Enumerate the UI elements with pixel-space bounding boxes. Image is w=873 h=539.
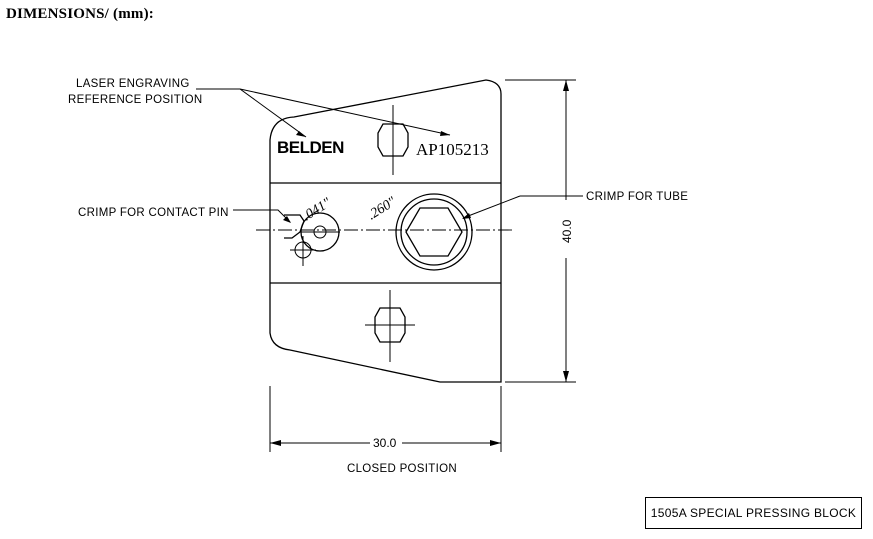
laser-leader-to-logo xyxy=(239,88,307,138)
title-block: 1505A SPECIAL PRESSING BLOCK xyxy=(645,497,862,529)
crimp-tube-label: CRIMP FOR TUBE xyxy=(586,191,688,203)
laser-arrowhead-part xyxy=(440,131,450,136)
upper-block-outline xyxy=(269,79,502,183)
crimp-contact-pin-label: CRIMP FOR CONTACT PIN xyxy=(78,207,229,219)
laser-arrowhead-logo xyxy=(296,131,306,137)
part-number: AP105213 xyxy=(416,140,489,159)
laser-engraving-label-line2: REFERENCE POSITION xyxy=(68,94,202,106)
lower-hex-bolt xyxy=(365,290,415,362)
laser-engraving-label-line1: LASER ENGRAVING xyxy=(76,78,190,90)
height-dimension xyxy=(505,79,576,383)
height-dimension-value: 40.0 xyxy=(560,219,574,243)
contact-pin-crimp-die xyxy=(284,212,340,266)
width-dimension xyxy=(269,386,502,452)
tube-crimp-die xyxy=(395,193,473,271)
crimp-pin-leader xyxy=(233,209,291,223)
crimp-tube-leader xyxy=(462,195,521,219)
width-dimension-value: 30.0 xyxy=(373,436,397,450)
page-heading: DIMENSIONS/ (mm): xyxy=(6,6,154,22)
closed-position-label: CLOSED POSITION xyxy=(347,463,457,475)
large-diameter-label: .260" xyxy=(365,195,399,224)
lower-block-outline xyxy=(269,283,502,383)
crimp-pin-arrowhead xyxy=(283,216,291,223)
laser-leader-to-part xyxy=(239,88,451,136)
small-diameter-label: .041" xyxy=(300,196,334,225)
belden-logo: BELDEN xyxy=(277,138,344,157)
crimp-tube-arrowhead xyxy=(462,213,471,219)
upper-hex-bolt xyxy=(377,105,409,175)
